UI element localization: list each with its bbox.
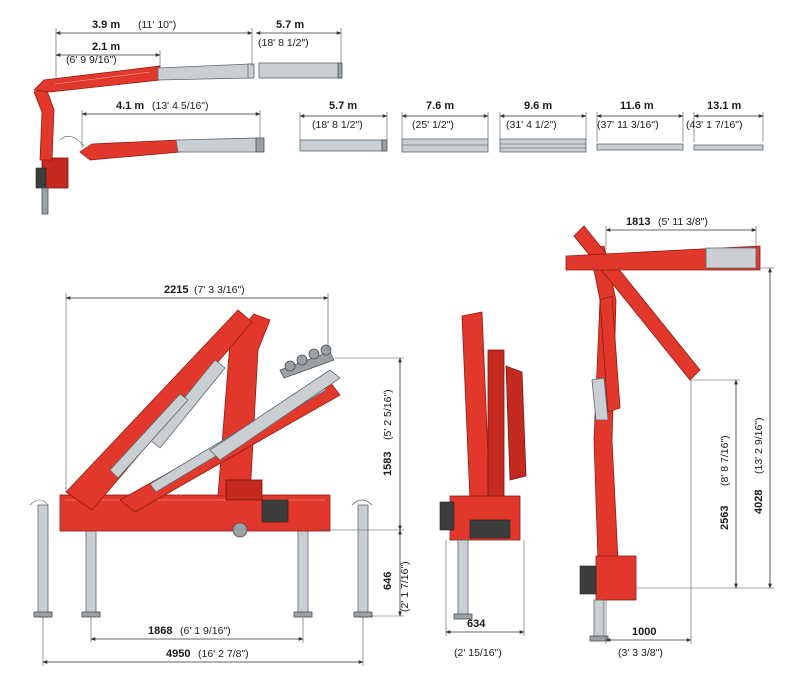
- raised-base: [595, 555, 637, 601]
- dim-41m-imperial: (13' 4 5/16"): [152, 100, 209, 112]
- extension-value: 7.6 m: [426, 100, 454, 112]
- dim-57m-top: 5.7 m (18' 8 1/2"): [255, 19, 342, 63]
- dim-4950: 4950 (16' 2 7/8"): [42, 617, 364, 666]
- extension-bar: [693, 144, 764, 151]
- top-crane-extension-separate: [258, 62, 342, 79]
- dim-39m-value: 3.9 m: [92, 19, 120, 31]
- dim-646-value: 646: [382, 572, 394, 590]
- dim-1868-imperial: (6' 1 9/16"): [180, 625, 231, 637]
- extension-item: 5.7 m (18' 8 1/2"): [299, 100, 388, 152]
- dim-4028-value: 4028: [753, 490, 765, 514]
- dim-2563-value: 2563: [719, 506, 731, 530]
- dim-21m-imperial: (6' 9 9/16"): [66, 54, 117, 66]
- dim-4950-value: 4950: [166, 648, 190, 660]
- dim-1000-imperial: (3' 3 3/8"): [618, 647, 663, 659]
- dim-1868-value: 1868: [148, 625, 172, 637]
- extension-imperial: (31' 4 1/2"): [506, 119, 557, 131]
- dim-646-imperial: (2' 1 7/16"): [399, 561, 411, 612]
- extension-imperial: (25' 1/2"): [412, 119, 454, 131]
- raised-leg: [593, 599, 605, 641]
- outrigger-leg-left: [37, 504, 49, 618]
- extension-imperial: (18' 8 1/2"): [312, 119, 363, 131]
- dim-4950-imperial: (16' 2 7/8"): [198, 648, 249, 660]
- dim-634-value: 634: [467, 618, 486, 630]
- crane-main-boom: [65, 309, 253, 511]
- dim-2215-value: 2215: [164, 284, 188, 296]
- extension-item: 9.6 m (31' 4 1/2"): [499, 100, 587, 153]
- extension-imperial: (43' 1 7/16"): [686, 119, 743, 131]
- raised-view: [565, 225, 761, 642]
- outrigger-leg-right: [357, 504, 369, 618]
- dim-1000-value: 1000: [632, 626, 656, 638]
- dim-634-imperial: (2' 15/16"): [454, 647, 502, 659]
- dim-41m: 4.1 m (13' 4 5/16"): [81, 100, 261, 148]
- top-crane-folded-boom: [79, 139, 181, 161]
- dim-57m-top-value: 5.7 m: [276, 19, 304, 31]
- dim-1583-imperial: (5' 2 5/16"): [382, 389, 394, 440]
- dim-634: 634 (2' 15/16"): [445, 540, 525, 659]
- dim-41m-value: 4.1 m: [116, 100, 144, 112]
- top-crane-column: [33, 87, 55, 161]
- dim-21m-value: 2.1 m: [92, 41, 120, 53]
- dim-2215: 2215 (7' 3 3/16"): [65, 284, 329, 492]
- dim-4028-imperial: (13' 2 9/16"): [753, 417, 765, 474]
- extension-value: 11.6 m: [620, 100, 654, 112]
- outrigger-leg-inner-left: [85, 524, 97, 616]
- dim-1813-value: 1813: [626, 216, 650, 228]
- dim-646: 646 (2' 1 7/16"): [370, 529, 411, 617]
- dim-39m-imperial: (11' 10"): [138, 19, 176, 31]
- extension-bar: [299, 139, 387, 152]
- dim-1813: 1813 (5' 11 3/8"): [605, 216, 757, 250]
- extension-value: 13.1 m: [707, 100, 741, 112]
- top-crane-extension: [157, 63, 251, 81]
- extension-item: 11.6 m (37' 11 3/16"): [596, 100, 684, 151]
- top-crane-reach-view: [33, 62, 343, 215]
- dim-4028: 4028 (13' 2 9/16"): [740, 267, 774, 589]
- dim-1583-value: 1583: [382, 452, 394, 476]
- extension-value: 9.6 m: [524, 100, 552, 112]
- extension-bar: [401, 138, 489, 153]
- dim-39m: 3.9 m (11' 10"): [55, 19, 253, 80]
- dim-2215-imperial: (7' 3 3/16"): [194, 284, 245, 296]
- extension-item: 13.1 m (43' 1 7/16"): [686, 100, 764, 151]
- front-leg: [457, 539, 469, 619]
- crane-extensions-side: [209, 369, 341, 461]
- dim-1813-imperial: (5' 11 3/8"): [658, 216, 708, 228]
- dim-1000: 1000 (3' 3 3/8"): [605, 380, 692, 659]
- extension-imperial: (37' 11 3/16"): [597, 119, 659, 131]
- extension-options: 5.7 m (18' 8 1/2") 7.6 m (25' 1/2") 9.6 …: [299, 100, 764, 153]
- dim-57m-top-imperial: (18' 8 1/2"): [258, 37, 309, 49]
- dim-1868: 1868 (6' 1 9/16"): [90, 617, 304, 643]
- extension-bar: [499, 138, 587, 153]
- dim-1583: 1583 (5' 2 5/16"): [320, 357, 404, 531]
- extension-item: 7.6 m (25' 1/2"): [401, 100, 489, 153]
- dim-2563: 2563 (8' 8 7/16"): [636, 379, 740, 589]
- top-crane-main-boom: [33, 65, 161, 93]
- extension-end-caps: [284, 344, 332, 372]
- extension-value: 5.7 m: [329, 100, 357, 112]
- extension-bar: [596, 143, 684, 151]
- front-boom: [461, 311, 491, 501]
- dim-21m: 2.1 m (6' 9 9/16"): [55, 41, 161, 68]
- side-view: [29, 309, 373, 618]
- front-view: [439, 311, 527, 620]
- dim-2563-imperial: (8' 8 7/16"): [719, 435, 731, 486]
